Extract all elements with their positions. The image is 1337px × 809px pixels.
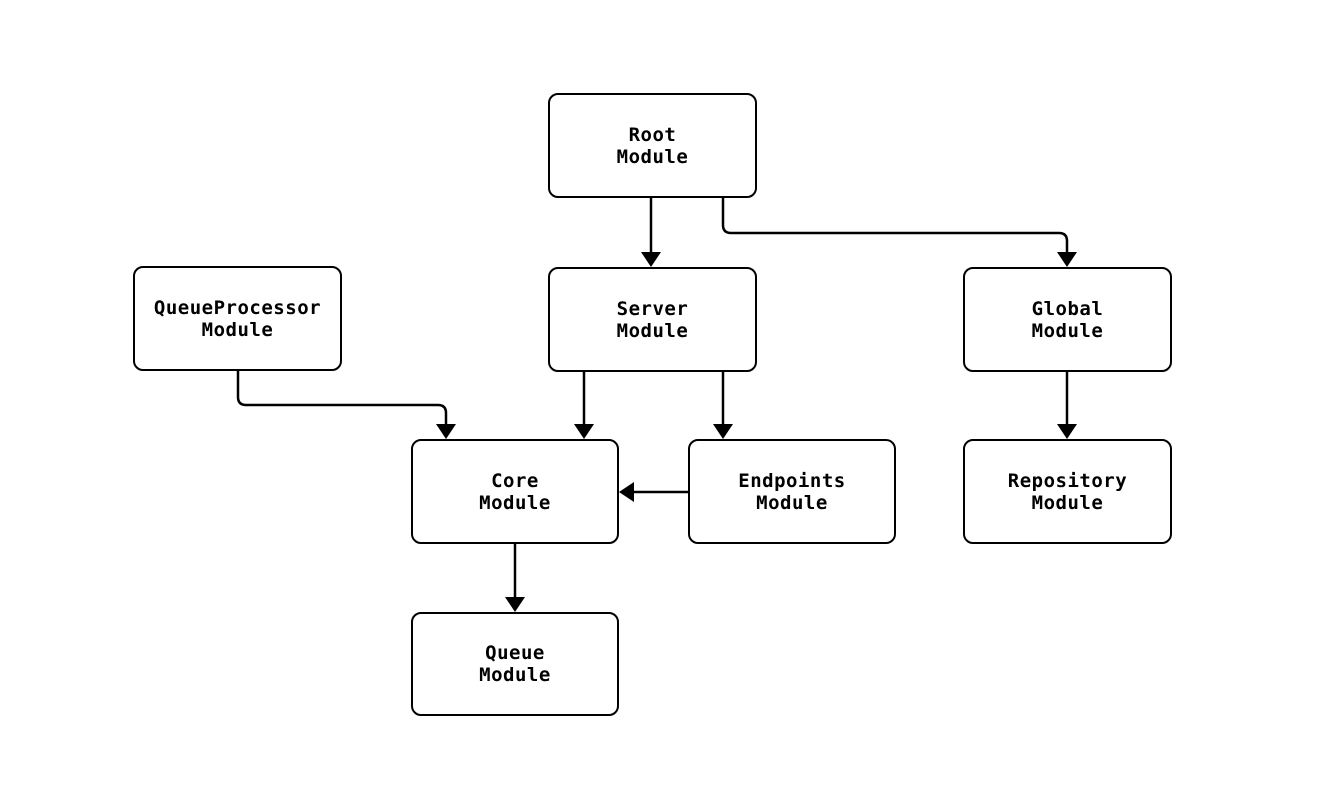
arrowhead-server-module-to-endpoints-module bbox=[713, 424, 733, 439]
arrowhead-queue-processor-module-to-core-module bbox=[436, 424, 456, 439]
node-root-module: Root Module bbox=[548, 93, 757, 198]
node-label-server-module: Server Module bbox=[616, 297, 689, 342]
arrowhead-global-module-to-repository-module bbox=[1057, 424, 1077, 439]
arrowhead-root-module-to-global-module bbox=[1057, 252, 1077, 267]
node-queue-processor-module: QueueProcessor Module bbox=[133, 266, 342, 371]
node-label-queue-processor-module: QueueProcessor Module bbox=[153, 296, 322, 341]
node-label-global-module: Global Module bbox=[1031, 297, 1104, 342]
node-endpoints-module: Endpoints Module bbox=[688, 439, 896, 544]
node-queue-module: Queue Module bbox=[411, 612, 619, 716]
node-label-repository-module: Repository Module bbox=[1007, 469, 1128, 514]
node-global-module: Global Module bbox=[963, 267, 1172, 372]
node-label-endpoints-module: Endpoints Module bbox=[738, 469, 846, 514]
node-core-module: Core Module bbox=[411, 439, 619, 544]
arrowhead-core-module-to-queue-module bbox=[505, 597, 525, 612]
node-label-root-module: Root Module bbox=[616, 123, 689, 168]
node-repository-module: Repository Module bbox=[963, 439, 1172, 544]
edge-queue-processor-module-to-core-module bbox=[236, 371, 448, 424]
node-server-module: Server Module bbox=[548, 267, 757, 372]
node-label-queue-module: Queue Module bbox=[479, 642, 551, 686]
arrowhead-endpoints-module-to-core-module bbox=[619, 482, 634, 502]
arrowhead-server-module-to-core-module bbox=[574, 424, 594, 439]
arrowhead-root-module-to-server-module bbox=[641, 252, 661, 267]
edge-root-module-to-global-module bbox=[721, 198, 1069, 252]
node-label-core-module: Core Module bbox=[479, 469, 551, 514]
